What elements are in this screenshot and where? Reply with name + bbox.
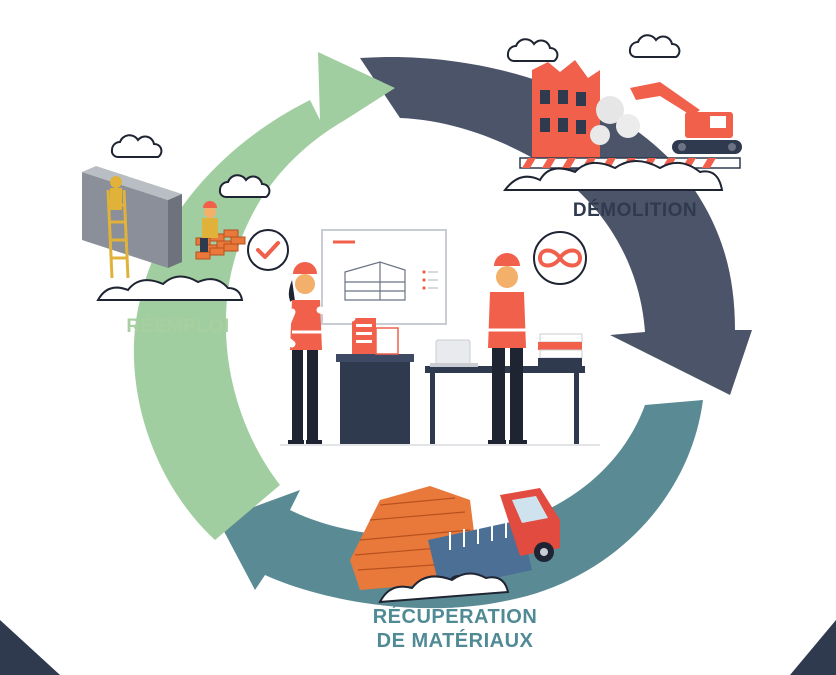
cloud-icon xyxy=(628,34,681,59)
stage-label-recuperation-line1: RÉCUPÉRATION xyxy=(372,606,538,628)
model-building xyxy=(352,318,399,355)
cycle-arrows xyxy=(133,52,752,609)
pedestal xyxy=(340,358,410,444)
office-scene xyxy=(277,229,600,446)
cloud-icon xyxy=(506,38,559,63)
reemploi-scene xyxy=(82,134,289,301)
man-figure xyxy=(480,253,534,445)
woman-figure xyxy=(277,262,356,445)
arrow-demolition xyxy=(360,56,752,395)
stage-label-demolition: DÉMOLITION xyxy=(572,200,698,221)
arrow-reemploi xyxy=(133,52,395,540)
ground-cloud xyxy=(96,275,244,301)
corner-shape-right xyxy=(790,620,836,675)
stage-label-recuperation: RÉCUPÉRATION DE MATÉRIAUX xyxy=(360,606,550,653)
excavator-icon xyxy=(630,82,742,154)
corner-shape-left xyxy=(0,620,60,675)
ruined-building xyxy=(532,60,600,160)
cloud-icon xyxy=(110,134,163,159)
stage-label-recuperation-line2: DE MATÉRIAUX xyxy=(376,629,534,652)
ladder-icon xyxy=(106,189,130,279)
ground-cloud xyxy=(502,160,724,191)
arrow-recuperation xyxy=(218,400,703,609)
stage-label-reemploi: RÉEMPLOI xyxy=(126,316,230,337)
infinity-icon xyxy=(533,231,587,285)
check-icon xyxy=(247,229,289,271)
demolition-scene xyxy=(502,34,742,191)
presentation-board xyxy=(321,229,447,325)
recuperation-scene xyxy=(350,486,560,604)
laptop-icon xyxy=(430,339,478,367)
binders xyxy=(538,333,583,366)
ground-cloud xyxy=(378,572,510,604)
